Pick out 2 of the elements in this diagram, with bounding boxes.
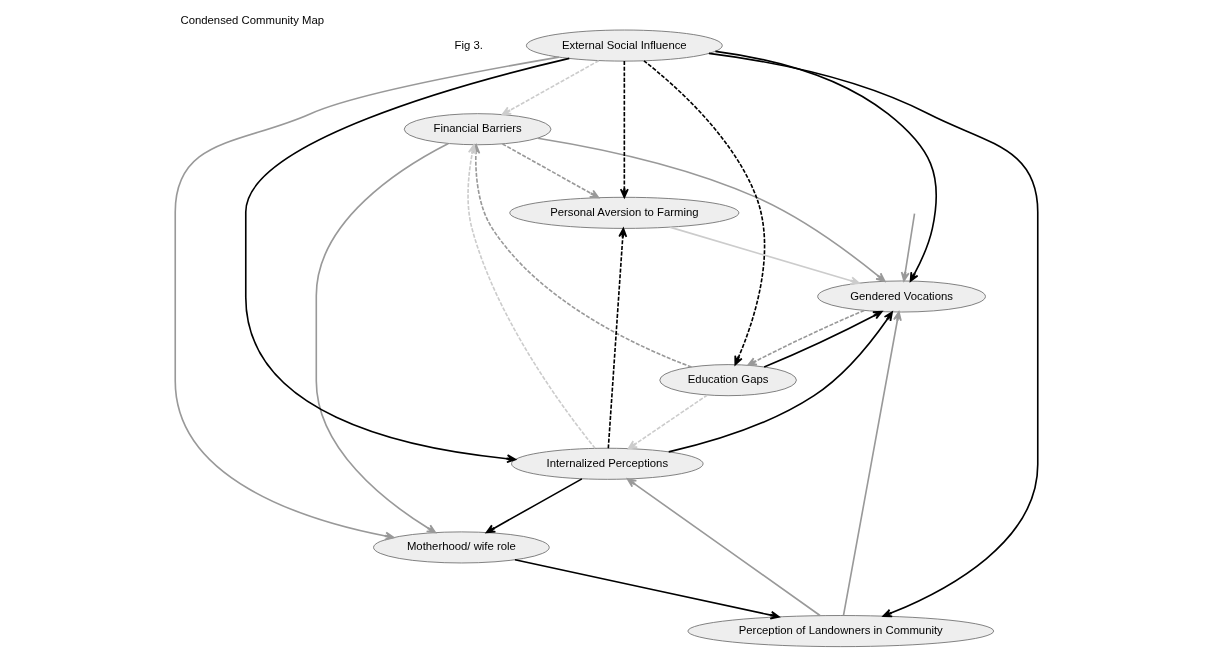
diagram-title: Condensed Community Map	[179, 13, 324, 26]
label: Fig 3.	[454, 38, 483, 51]
